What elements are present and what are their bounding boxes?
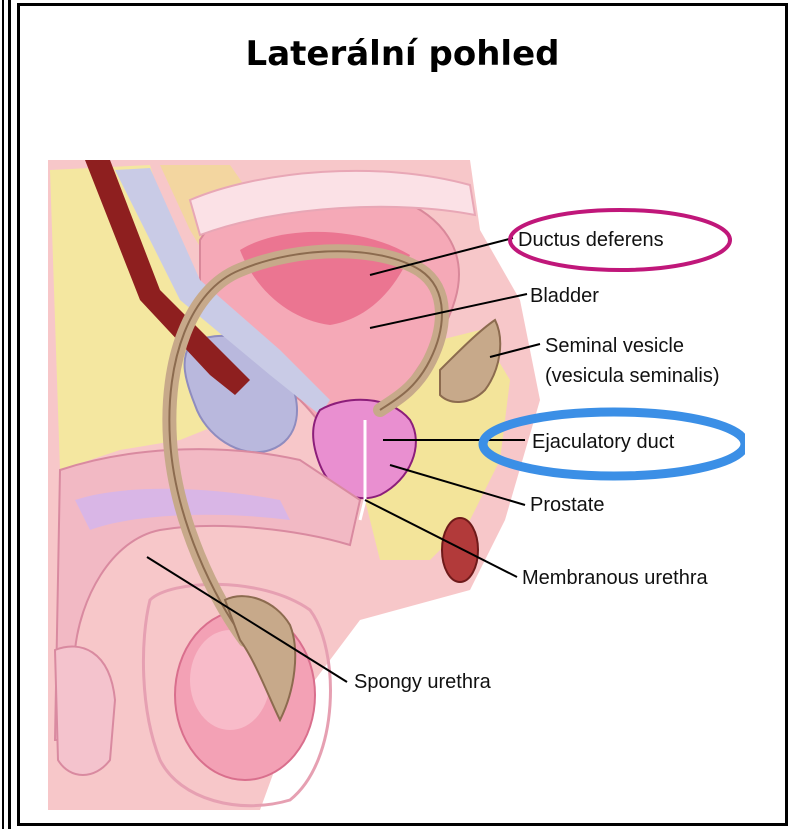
slide-title: Laterální pohled <box>20 34 785 74</box>
label-spongy-urethra: Spongy urethra <box>354 670 491 694</box>
label-prostate: Prostate <box>530 493 604 517</box>
bulbourethral-gland <box>442 518 478 582</box>
label-ductus-deferens: Ductus deferens <box>518 228 664 252</box>
left-frame-border <box>0 0 11 829</box>
label-ejaculatory-duct: Ejaculatory duct <box>532 430 674 454</box>
label-bladder: Bladder <box>530 284 599 308</box>
label-seminal-vesicle: Seminal vesicle <box>545 334 684 358</box>
anatomy-illustration <box>45 155 745 810</box>
label-membranous-urethra: Membranous urethra <box>522 566 708 590</box>
glans <box>55 647 115 775</box>
label-seminal-vesicle-latin: (vesicula seminalis) <box>545 364 720 388</box>
